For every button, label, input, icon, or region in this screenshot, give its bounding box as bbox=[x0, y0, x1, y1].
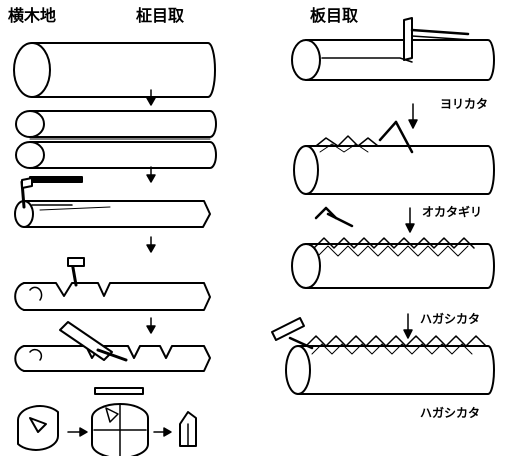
down-arrow-3 bbox=[146, 236, 156, 253]
chiseled-log bbox=[14, 321, 211, 372]
caption-yorikata: ヨリカタ bbox=[440, 97, 489, 111]
caption-okatagiri: オカタギリ bbox=[422, 205, 483, 219]
caption-hagashikata-2: ハガシカタ bbox=[420, 406, 481, 420]
down-arrow-4 bbox=[146, 317, 156, 334]
bottom-wedge-piece bbox=[17, 405, 59, 451]
log-whole bbox=[13, 42, 216, 98]
itame-log-split bbox=[293, 120, 495, 195]
down-arrow-1 bbox=[146, 89, 156, 106]
down-arrow-2 bbox=[146, 166, 156, 183]
header-yokogi: 横木地 bbox=[8, 6, 57, 25]
itame-log-zigzag bbox=[291, 206, 495, 289]
right-arrow-1 bbox=[408, 103, 418, 129]
bottom-block bbox=[179, 411, 197, 447]
right-arrow-3 bbox=[403, 313, 413, 339]
header-masame: 柾目取 bbox=[136, 6, 185, 25]
bottom-arrow-2 bbox=[153, 427, 172, 437]
itame-log-froe bbox=[291, 17, 495, 81]
half-log-with-adze bbox=[14, 176, 211, 228]
right-arrow-2 bbox=[405, 207, 415, 233]
caption-hagashikata-1: ハガシカタ bbox=[420, 312, 481, 326]
log-split-half bbox=[15, 110, 217, 169]
bottom-split-disc bbox=[91, 387, 149, 456]
notched-log-with-adze bbox=[14, 257, 211, 311]
bottom-arrow-1 bbox=[67, 427, 88, 437]
itame-log-peeled bbox=[271, 317, 495, 395]
header-itame: 板目取 bbox=[310, 6, 359, 25]
